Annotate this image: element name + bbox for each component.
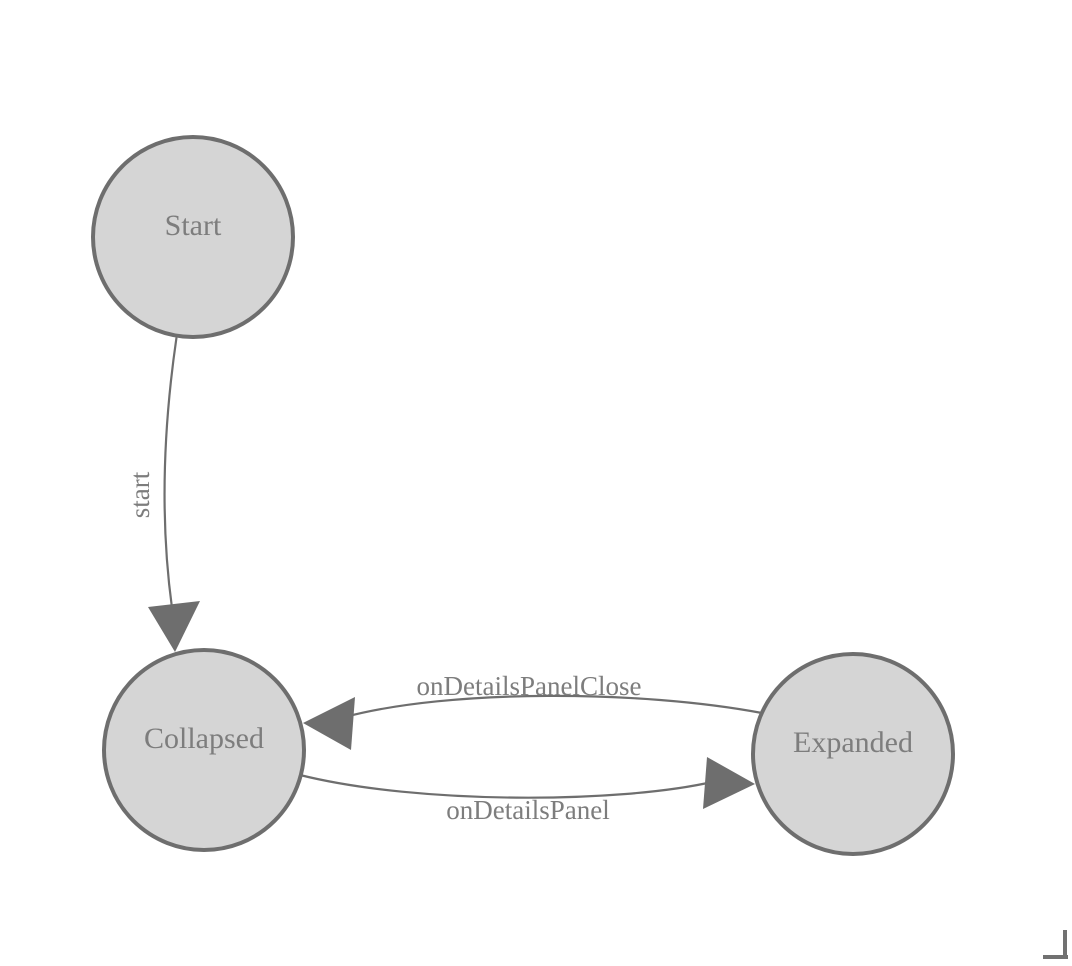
node-start-label: Start — [165, 209, 222, 242]
node-collapsed-circle — [102, 648, 306, 852]
frame-corner-vertical-bar — [1063, 930, 1067, 959]
edge-expanded-to-collapsed-path — [344, 694, 763, 719]
node-collapsed-label: Collapsed — [144, 722, 264, 755]
node-start[interactable]: Start — [91, 135, 295, 339]
edge-expanded-to-collapsed-arrowhead — [303, 697, 355, 750]
viewport-corner-frame — [1043, 930, 1068, 959]
edge-label-ondetailspanelclose: onDetailsPanelClose — [417, 671, 642, 701]
node-collapsed[interactable]: Collapsed — [102, 648, 306, 852]
edge-start-to-collapsed[interactable]: start — [125, 337, 200, 653]
node-expanded[interactable]: Expanded — [751, 652, 955, 856]
edge-label-start: start — [125, 471, 155, 518]
edge-expanded-to-collapsed[interactable]: onDetailsPanelClose — [303, 671, 763, 750]
edge-collapsed-to-expanded[interactable]: onDetailsPanel — [299, 757, 755, 825]
edge-start-to-collapsed-path — [163, 337, 178, 609]
frame-corner-horizontal-bar — [1043, 955, 1068, 959]
node-expanded-label: Expanded — [793, 726, 913, 759]
node-expanded-circle — [751, 652, 955, 856]
node-start-circle — [91, 135, 295, 339]
edge-collapsed-to-expanded-path — [299, 773, 713, 799]
edge-start-to-collapsed-arrowhead — [148, 601, 200, 652]
edge-label-ondetailspanel: onDetailsPanel — [446, 795, 609, 825]
edge-collapsed-to-expanded-arrowhead — [703, 757, 755, 809]
